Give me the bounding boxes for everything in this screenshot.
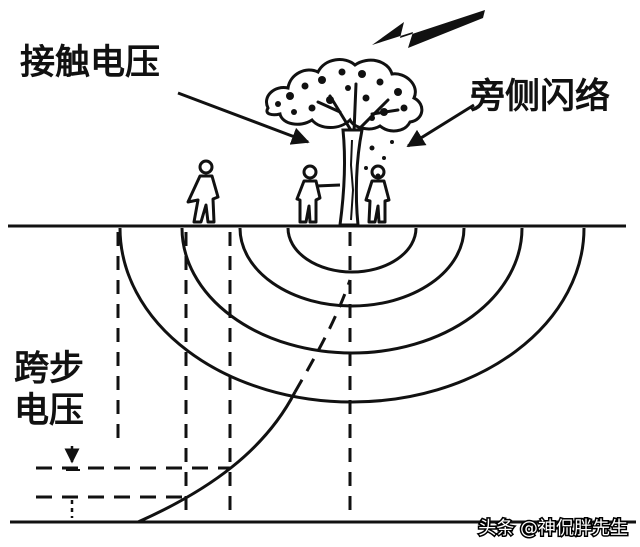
tree-trunk-crack (349, 139, 355, 221)
lightning-bolt-icon (372, 10, 485, 48)
equipotential-lines (118, 227, 586, 404)
potential-curve (137, 391, 297, 524)
side-flash-label: 旁侧闪络 (469, 76, 610, 117)
side-flash-sparks (364, 140, 394, 179)
tree-canopy (265, 58, 424, 133)
person-touching-tree (295, 164, 341, 224)
person-walking (186, 159, 220, 224)
tree-branches (316, 82, 400, 134)
equipotential-arc-2 (238, 227, 466, 308)
side-flash-arrow (406, 103, 475, 148)
contact-voltage-arrow (177, 91, 310, 145)
step-voltage-label-line1: 跨步 (14, 349, 84, 389)
step-voltage-arrows (64, 446, 80, 518)
contact-voltage-label: 接触电压 (20, 43, 160, 83)
step-voltage-markers (36, 466, 230, 499)
person-standing (364, 164, 391, 224)
tree (265, 58, 424, 227)
equipotential-arc-1 (286, 227, 418, 274)
dashed-projection-lines (116, 232, 352, 520)
watermark-text: 头条 @神侃胖先生 (478, 518, 628, 539)
equipotential-arc-3 (180, 227, 524, 355)
step-voltage-label-line2: 电压 (14, 391, 84, 431)
equipotential-arc-4 (118, 227, 586, 404)
